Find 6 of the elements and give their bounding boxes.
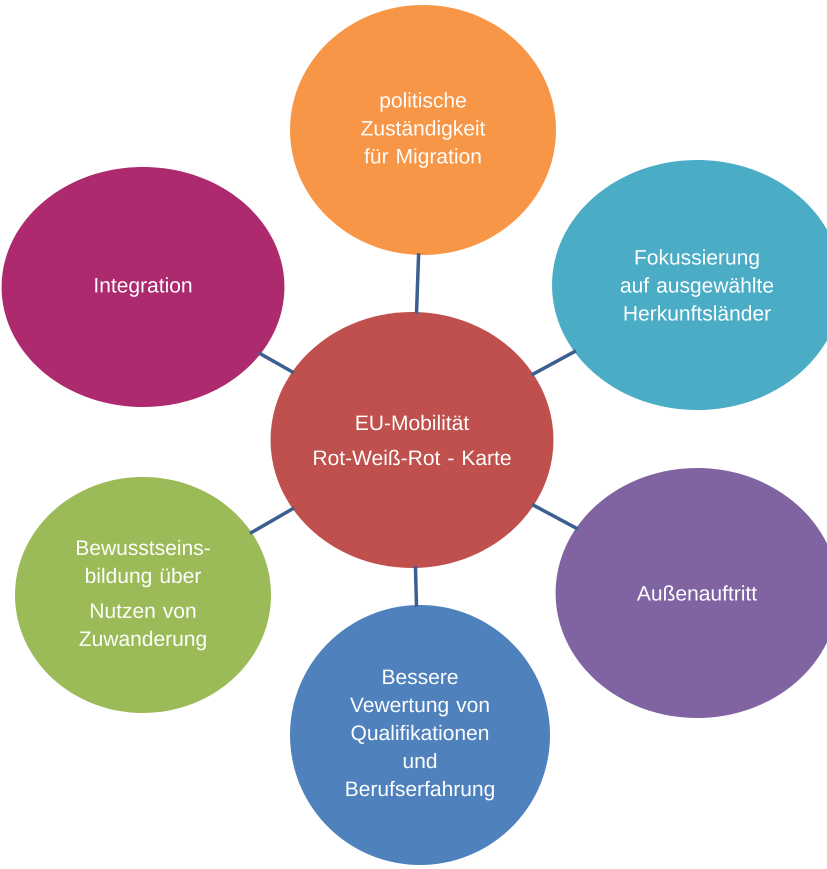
connector-line bbox=[531, 502, 579, 531]
connector-line bbox=[414, 253, 420, 314]
connector-line bbox=[414, 566, 418, 607]
connector-line bbox=[258, 351, 295, 374]
connector-line bbox=[249, 506, 296, 535]
connector-line bbox=[530, 349, 577, 376]
